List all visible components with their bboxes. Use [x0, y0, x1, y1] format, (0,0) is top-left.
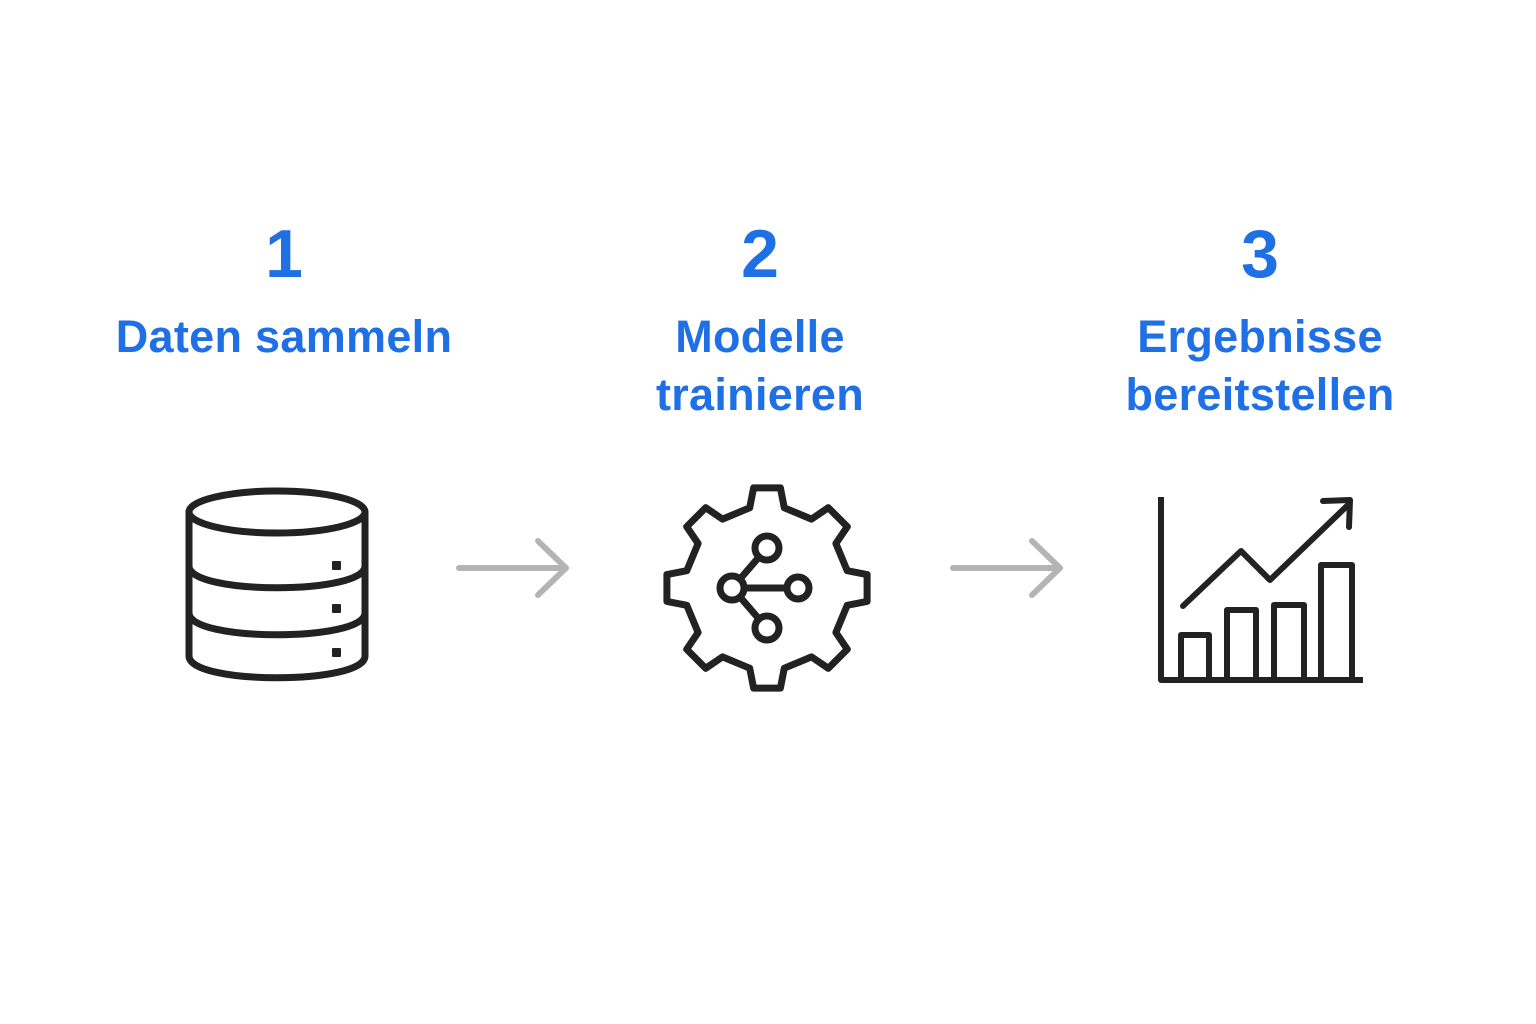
step-2-number: 2	[741, 216, 779, 292]
bar-chart-trend-icon	[1150, 490, 1370, 690]
step-3-number: 3	[1241, 216, 1279, 292]
gear-network-icon	[660, 484, 876, 694]
step-1-number: 1	[265, 216, 303, 292]
arrow-right-icon	[950, 538, 1070, 602]
database-icon	[176, 482, 376, 692]
step-1-header: 1 Daten sammeln	[54, 214, 514, 366]
arrow-right-icon	[456, 538, 576, 602]
step-1-label: Daten sammeln	[115, 311, 453, 362]
